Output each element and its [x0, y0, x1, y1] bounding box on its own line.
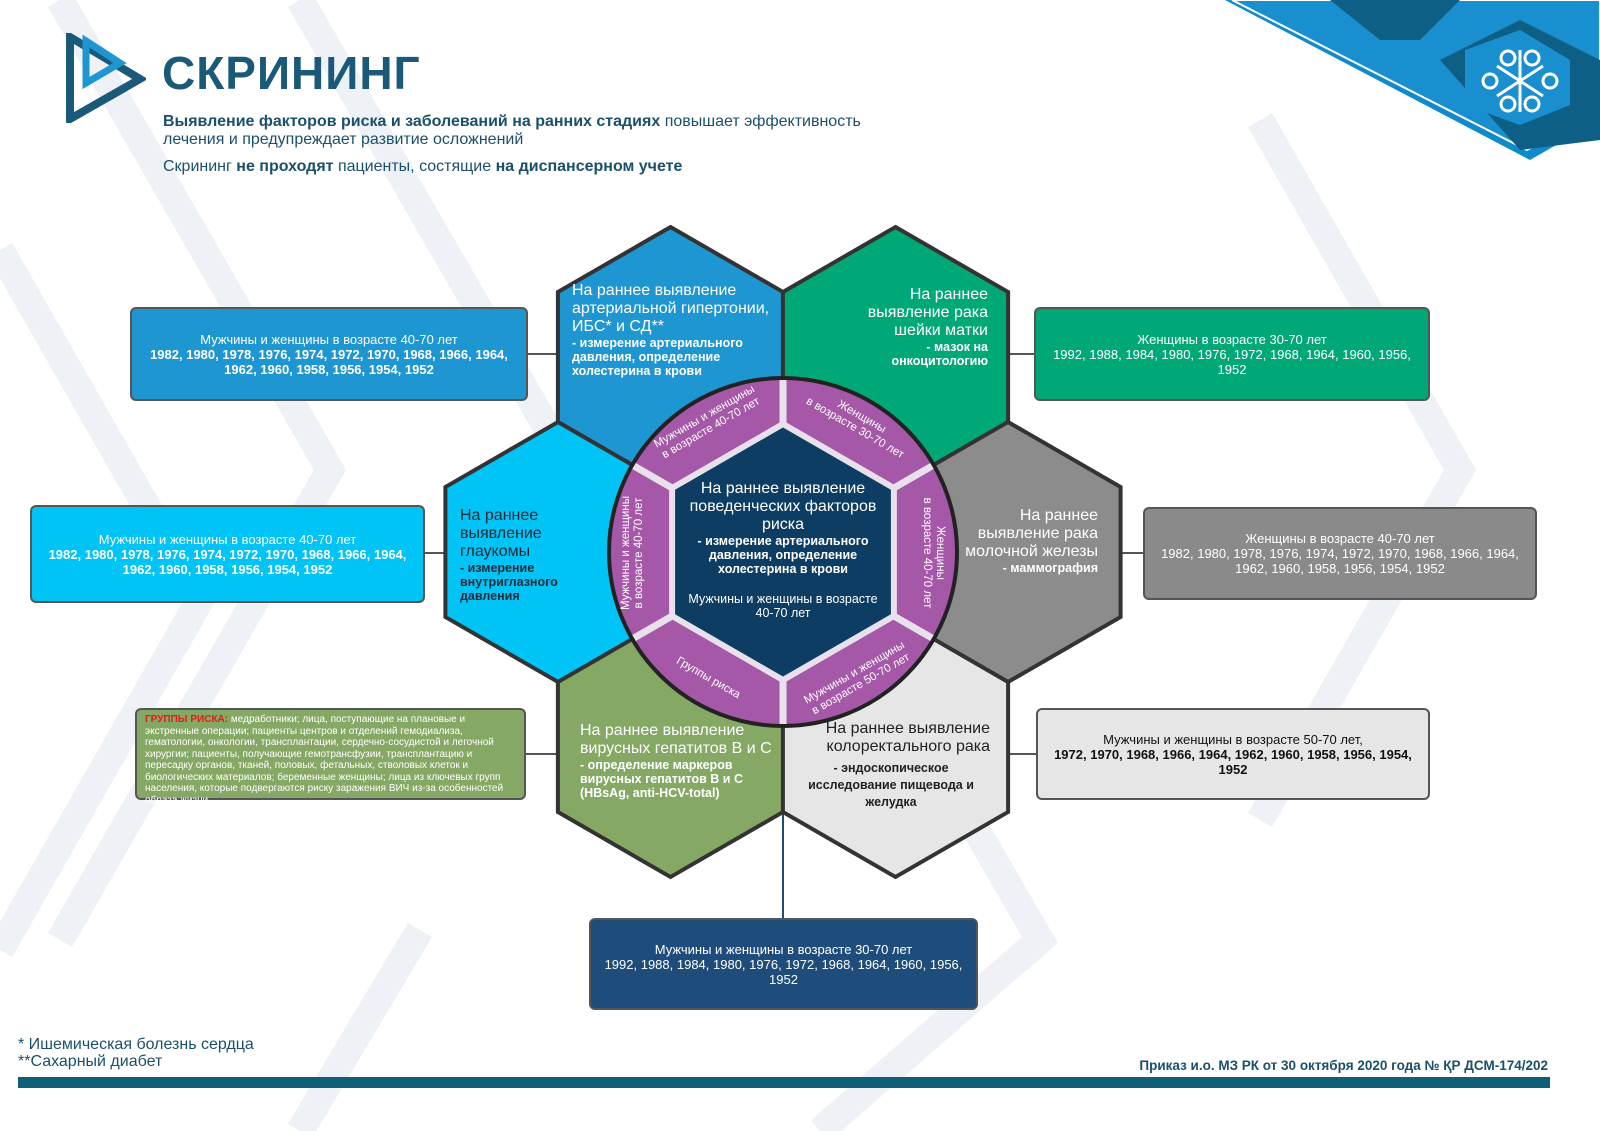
order-reference: Приказ и.о. МЗ РК от 30 октября 2020 год…: [1139, 1058, 1548, 1073]
hex-breast: На раннее выявление рака молочной железы…: [965, 507, 1098, 575]
ring-separator: [892, 462, 934, 492]
snowflake-emblem-icon: [1481, 49, 1559, 113]
footnote-ibs: * Ишемическая болезнь сердца: [18, 1036, 254, 1053]
box-colorectal: Мужчины и женщины в возрасте 50-70 лет,1…: [1036, 708, 1430, 800]
hex-hepatitis: На раннее выявление вирусных гепатитов В…: [580, 722, 772, 800]
page-title: СКРИНИНГ: [162, 47, 421, 99]
hex-glaucoma: На раннее выявление глаукомы- измерение …: [460, 507, 558, 603]
footnote-sd: **Сахарный диабет: [18, 1053, 163, 1070]
ring-separator: [892, 612, 934, 642]
ring-separator: [632, 462, 674, 492]
subtitle-line-2: лечения и предупреждает развитие осложне…: [163, 131, 524, 148]
ring-separator: [632, 612, 674, 642]
footer-bar: [18, 1077, 1550, 1088]
subtitle-line-3: Скрининг не проходят пациенты, состящие …: [163, 158, 683, 175]
ring-label-right: Женщины в возрасте 40-70 лет: [921, 497, 946, 609]
hex-center-behavioral: На раннее выявление поведенческих фактор…: [688, 480, 878, 620]
ring-label-left: Мужчины и женщины в возрасте 40-70 лет: [620, 496, 645, 610]
hex-hypertension: На раннее выявление артериальной гиперто…: [572, 282, 770, 378]
triangle-logo-icon: [66, 33, 146, 123]
box-risk-groups: ГРУППЫ РИСКА: медработники; лица, поступ…: [135, 708, 526, 806]
subtitle-line-1: Выявление факторов риска и заболеваний н…: [163, 113, 861, 130]
center-hexagon: [669, 420, 897, 684]
hex-cervical: На раннее выявление рака шейки матки- ма…: [867, 286, 988, 368]
hex-colorectal: На раннее выявление колоректального рака…: [808, 720, 990, 809]
